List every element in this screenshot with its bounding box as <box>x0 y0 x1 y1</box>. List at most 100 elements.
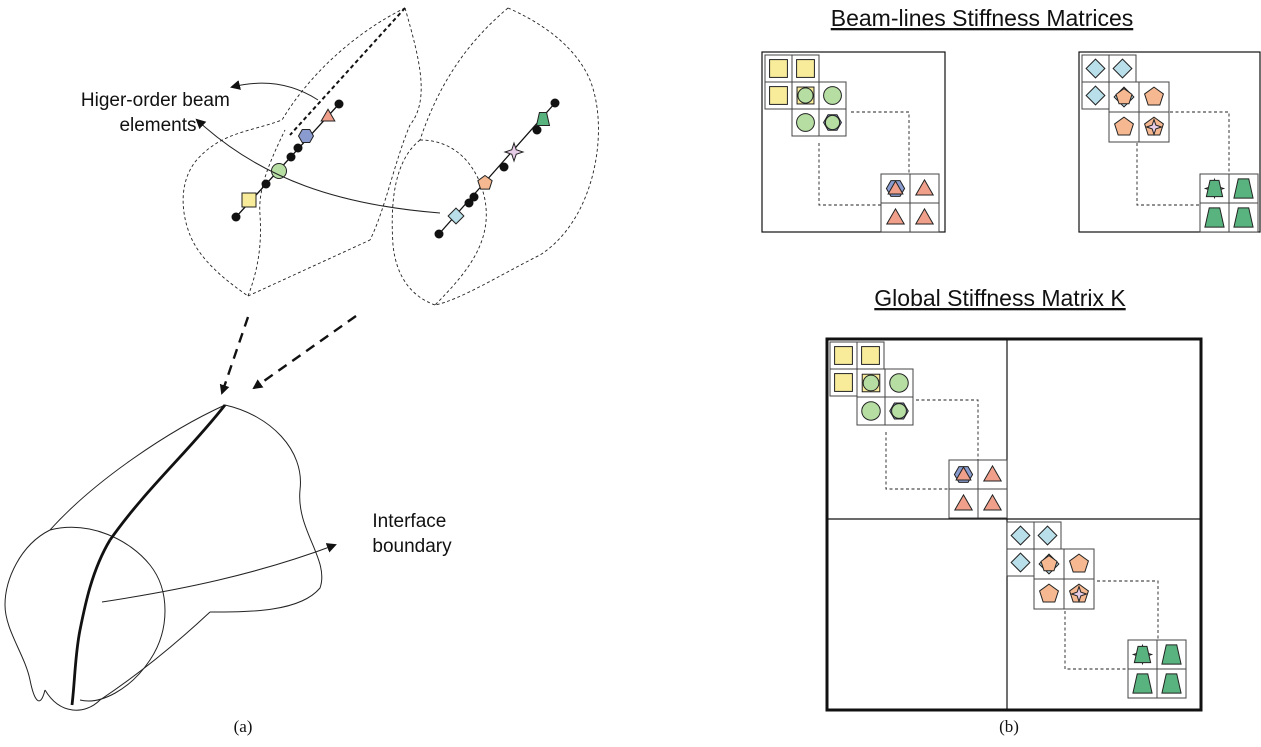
star-marker-icon <box>1144 117 1164 137</box>
arrow-to-interface <box>101 543 337 603</box>
caption-a: (a) <box>234 717 253 736</box>
pentagon-matrix-block <box>1033 548 1095 610</box>
trapezoid-matrix-block <box>1127 639 1187 699</box>
beam-node <box>286 152 296 162</box>
diamond-marker-icon <box>1112 58 1133 79</box>
right-subdomain <box>391 7 599 306</box>
global-stiffness-matrix <box>825 337 1203 712</box>
beam-node <box>231 212 241 222</box>
triangle-marker-icon <box>914 178 935 196</box>
beam-node <box>550 98 560 108</box>
trapezoid-marker-icon <box>1133 645 1152 664</box>
beam-label-line2: elements <box>119 115 196 136</box>
circle-marker-icon <box>824 114 841 131</box>
star-marker-icon <box>1069 584 1089 604</box>
triangle-marker-icon <box>320 108 336 122</box>
trapezoid-marker-icon <box>1204 207 1225 228</box>
pentagon-marker-icon <box>477 174 493 190</box>
star-marker-icon <box>503 141 525 163</box>
square-marker-icon <box>796 59 815 78</box>
arrow-to-triangle <box>230 80 319 101</box>
triangle-marker-icon <box>885 207 906 225</box>
hexagon-marker-icon <box>297 129 315 143</box>
triangle-marker-icon <box>320 108 336 122</box>
pentagon-marker-icon <box>1113 116 1135 136</box>
triangle-marker-icon <box>982 464 1003 482</box>
interface-label-line2: boundary <box>372 536 452 557</box>
square-matrix-block <box>829 341 885 397</box>
beam-node <box>334 99 344 109</box>
circle-marker-icon <box>862 374 880 392</box>
cylinder-interface-cut <box>70 539 112 706</box>
diamond-marker-icon <box>1085 85 1106 106</box>
interface-label-line1: Interface <box>372 511 446 532</box>
triangle-matrix-block <box>880 173 940 233</box>
triangle-marker-icon <box>982 493 1003 511</box>
beam-node <box>464 198 474 208</box>
circle-matrix-block <box>856 368 914 426</box>
diamond-marker-icon <box>447 207 465 225</box>
beam-label-line1: Higer-order beam <box>81 90 230 111</box>
beam-node <box>499 162 509 172</box>
beam-node <box>532 125 542 135</box>
circle-marker-icon <box>823 86 842 105</box>
beam-elements-annotation: Higer-order beam elements <box>81 80 441 214</box>
triangle-matrix-block <box>948 459 1008 519</box>
diamond-marker-icon <box>1085 58 1106 79</box>
trapezoid-marker-icon <box>1132 673 1153 694</box>
circle-marker-icon <box>271 163 287 179</box>
arrow-to-circle <box>195 118 441 214</box>
svg-text:Higer-order beam eleme: Higer-order beam elements <box>81 90 235 136</box>
square-marker-icon <box>769 59 788 78</box>
diamond-marker-icon <box>1037 525 1058 546</box>
triangle-marker-icon <box>953 493 974 511</box>
circle-marker-icon <box>861 401 881 421</box>
square-matrix-block <box>764 54 820 110</box>
pentagon-marker-icon <box>1115 87 1133 105</box>
beam-node <box>261 179 271 189</box>
trapezoid-matrix-block <box>1199 173 1259 233</box>
circle-marker-icon <box>891 403 907 419</box>
global-title: Global Stiffness Matrix K <box>874 285 1126 311</box>
trapezoid-marker-icon <box>1161 644 1182 665</box>
trapezoid-marker-icon <box>1233 178 1254 199</box>
left-subdomain <box>182 7 422 297</box>
diamond-marker-icon <box>1010 525 1031 546</box>
circle-marker-icon <box>889 373 909 393</box>
beamlines-title: Beam-lines Stiffness Matrices <box>831 5 1134 31</box>
pentagon-marker-icon <box>1040 554 1058 572</box>
combined-cylinder: Interface boundary <box>4 404 452 711</box>
diamond-marker-icon <box>447 207 465 225</box>
triangle-marker-icon <box>887 180 904 195</box>
diamond-marker-icon <box>1010 552 1031 573</box>
panel-a: Higer-order beam elements Interface boun… <box>4 7 599 736</box>
beamline-matrix-1 <box>761 51 946 233</box>
beam-node <box>434 229 444 239</box>
beam-node <box>293 143 303 153</box>
beamline-matrix-2 <box>1078 51 1261 233</box>
dashed-arrow-right <box>252 315 357 390</box>
trapezoid-marker-icon <box>1233 207 1254 228</box>
panel-b: Beam-lines Stiffness Matrices Global Sti… <box>761 5 1261 736</box>
square-marker-icon <box>241 192 257 208</box>
pentagon-marker-icon <box>1068 553 1090 573</box>
left-interface-edge <box>289 7 406 136</box>
pentagon-marker-icon <box>1038 583 1060 603</box>
square-marker-icon <box>861 346 880 365</box>
trapezoid-marker-icon <box>535 112 551 126</box>
pentagon-marker-icon <box>1143 86 1165 106</box>
pentagon-matrix-block <box>1108 81 1170 143</box>
square-marker-icon <box>241 192 257 208</box>
circle-marker-icon <box>796 113 815 132</box>
trapezoid-marker-icon <box>1161 673 1182 694</box>
diamond-matrix-block <box>1081 54 1137 110</box>
trapezoid-marker-icon <box>535 112 551 126</box>
triangle-marker-icon <box>914 207 935 225</box>
square-marker-icon <box>769 86 788 105</box>
square-marker-icon <box>834 346 853 365</box>
beam-node <box>469 192 479 202</box>
circle-matrix-block <box>791 81 847 137</box>
circle-marker-icon <box>797 87 814 104</box>
left-beam-line <box>231 99 344 222</box>
